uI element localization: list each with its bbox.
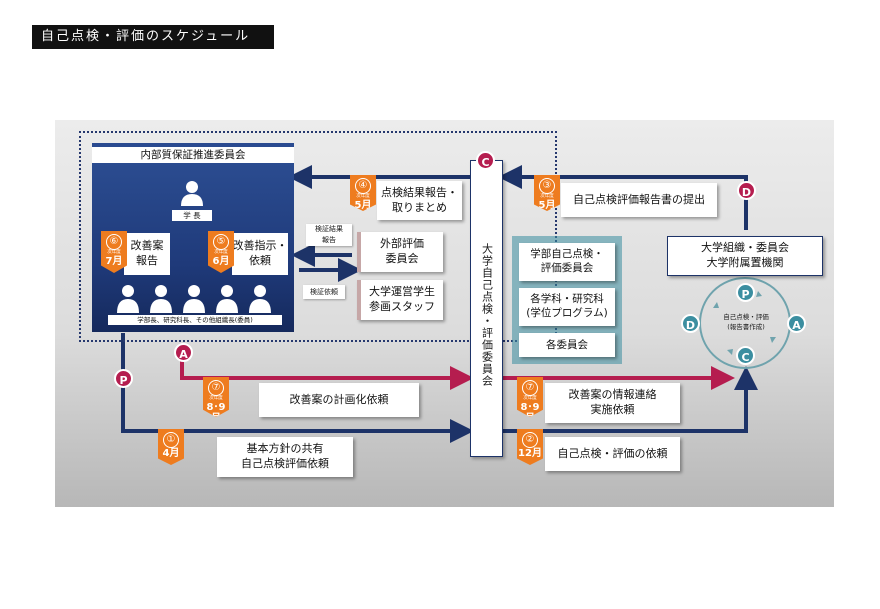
external-evaluation-committee: 外部評価 委員会	[357, 232, 443, 272]
faculty-group-item-1: 学部自己点検・ 評価委員会	[519, 243, 615, 281]
student-staff-box: 大学運営学生 参画スタッフ	[357, 280, 443, 320]
member-icon	[117, 285, 139, 313]
organization-box: 大学組織・委員会 大学附属置機関	[667, 236, 823, 276]
faculty-group-item-2: 各学科・研究科 (学位プログラム)	[519, 288, 615, 326]
step-2-box: 自己点検・評価の依頼	[545, 437, 680, 471]
member-icon	[183, 285, 205, 313]
member-icon	[249, 285, 271, 313]
step-1-box: 基本方針の共有 自己点検評価依頼	[217, 437, 353, 477]
phase-c-circle: C	[476, 151, 495, 170]
badge-step-5: ⑤ 次年度 6月	[208, 231, 234, 273]
internal-committee-title: 内部質保証推進委員会	[92, 143, 294, 163]
president-person-icon	[181, 181, 203, 206]
badge-step-6: ⑥ 次年度 7月	[101, 231, 127, 273]
member-icon	[216, 285, 238, 313]
arrow-org-to-committee	[498, 165, 748, 230]
university-committee-label: 大学自己点検・評価委員会	[480, 243, 494, 387]
arrow-p-to-committee	[121, 333, 474, 443]
arrow-committee-to-org	[503, 366, 758, 433]
verify-request-label: 検証依頼	[303, 285, 345, 299]
step-4-box: 点検結果報告・ 取りまとめ	[377, 181, 462, 220]
cycle-a-circle: A	[787, 314, 806, 333]
university-committee-box: 大学自己点検・評価委員会	[470, 160, 503, 457]
step-3-box: 自己点検評価報告書の提出	[561, 183, 717, 217]
cycle-d-circle: D	[681, 314, 700, 333]
cycle-center-label: 自己点検・評価 (報告書作成)	[723, 313, 769, 331]
cycle-c-circle: C	[736, 346, 755, 365]
step-7b-box: 改善案の情報連絡 実施依頼	[545, 383, 680, 423]
improvement-report-box: 改善案 報告	[124, 233, 170, 275]
president-label: 学 長	[172, 210, 212, 221]
verify-report-label: 検証結果 報告	[306, 224, 352, 246]
arrow-a-to-committee	[180, 356, 474, 390]
step-7a-box: 改善案の計画化依頼	[259, 383, 419, 417]
page-title: 自己点検・評価のスケジュール	[32, 25, 274, 49]
phase-p-circle: P	[114, 369, 133, 388]
phase-d-circle: D	[737, 181, 756, 200]
member-icon	[150, 285, 172, 313]
members-label: 学部長、研究科長、その他組織長(委員)	[108, 315, 282, 325]
cycle-p-circle: P	[736, 283, 755, 302]
improvement-instruction-box: 改善指示・ 依頼	[232, 233, 288, 275]
phase-a-circle: A	[174, 343, 193, 362]
faculty-group-item-3: 各委員会	[519, 333, 615, 357]
member-people-icons	[117, 285, 271, 313]
